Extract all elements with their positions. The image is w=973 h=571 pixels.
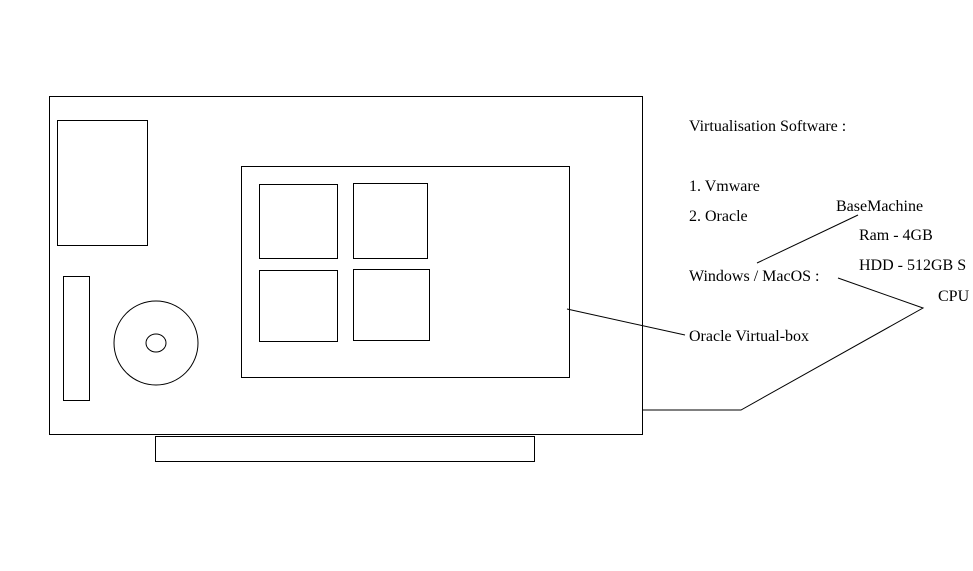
- disc-outer: [113, 300, 199, 386]
- computer-case: [49, 96, 643, 435]
- virtualisation-title: Virtualisation Software :: [689, 118, 847, 135]
- base-stand: [155, 436, 535, 462]
- connector-basemachine: [756, 214, 859, 264]
- connector-virtualbox: [566, 308, 686, 336]
- list-item-oracle: 2. Oracle: [689, 208, 748, 225]
- vm-window-2: [353, 183, 428, 259]
- windows-macos-label: Windows / MacOS :: [689, 268, 820, 285]
- hdd-label: HDD - 512GB S: [859, 257, 967, 274]
- component-block: [57, 120, 148, 246]
- vm-window-4: [353, 269, 430, 341]
- cpu-label: CPU: [938, 288, 970, 305]
- vm-window-3: [259, 270, 338, 342]
- vm-window-1: [259, 184, 338, 259]
- base-machine-label: BaseMachine: [836, 198, 924, 215]
- list-item-vmware: 1. Vmware: [689, 178, 760, 195]
- oracle-virtualbox-label: Oracle Virtual-box: [689, 328, 810, 345]
- disc-hole: [145, 333, 167, 353]
- component-slot: [63, 276, 90, 401]
- connector-machine-os: [642, 277, 925, 411]
- ram-label: Ram - 4GB: [859, 227, 933, 244]
- virtualbox-area: [241, 166, 570, 378]
